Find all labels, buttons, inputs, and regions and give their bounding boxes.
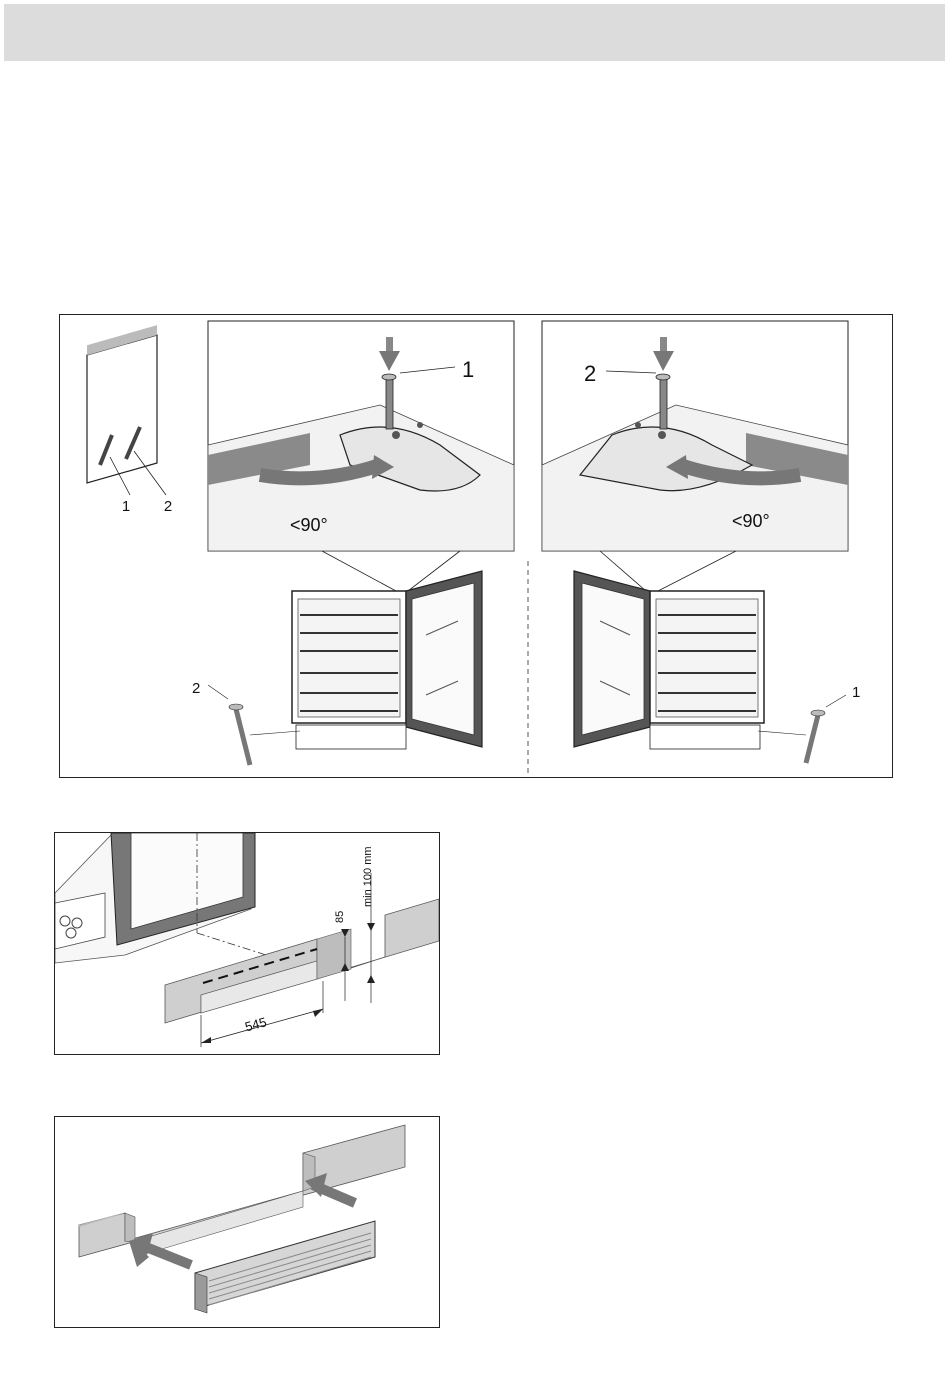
right-detail-pin-label: 2 (584, 361, 596, 386)
dim-width-label: 545 (243, 1014, 268, 1034)
right-loose-pin-label: 1 (852, 684, 860, 701)
dim-min-label: min 100 mm (362, 846, 374, 907)
bag-label-2: 2 (164, 498, 172, 515)
left-appliance-door-right (292, 571, 482, 749)
left-detail-angle-label: <90° (290, 515, 328, 535)
figure-grille-insert (54, 1116, 440, 1328)
figure-plinth-cutout: 545 85 min 100 mm (54, 832, 440, 1055)
grille-insert-illustration (55, 1117, 439, 1327)
header-bar (4, 4, 945, 61)
figure-door-reversal: 1 2 1 <90° (59, 314, 893, 778)
door-reversal-illustration: 1 2 1 <90° (60, 315, 892, 777)
left-loose-pin-label: 2 (192, 680, 200, 697)
hinge-pin-bag: 1 2 (87, 325, 172, 515)
left-hinge-detail: 1 <90° (208, 321, 514, 551)
right-hinge-detail: 2 <90° (542, 321, 848, 551)
left-loose-pin: 2 (192, 680, 300, 765)
right-detail-angle-label: <90° (732, 511, 770, 531)
bag-label-1: 1 (122, 498, 130, 515)
plinth-cutout-illustration: 545 85 min 100 mm (55, 833, 439, 1054)
left-detail-pin-label: 1 (462, 357, 474, 382)
right-appliance-door-left (574, 571, 764, 749)
right-loose-pin: 1 (758, 684, 860, 763)
dim-height-label: 85 (334, 911, 346, 923)
